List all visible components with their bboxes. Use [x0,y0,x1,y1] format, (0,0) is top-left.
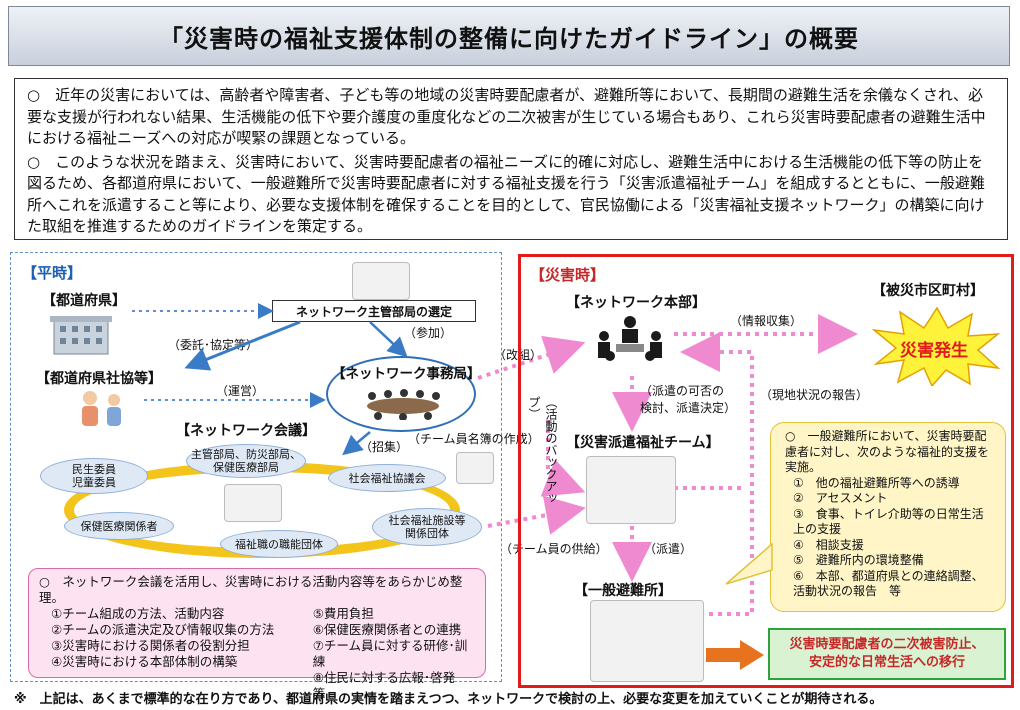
summary-item: ③災害時における関係者の役割分担 [51,638,250,653]
summary-item: ⑥保健医療関係者との連携 [312,622,462,637]
supply-label: （チーム員の供給） [500,542,608,556]
government-building-icon [48,312,114,356]
goal-line-1: 災害時要配慮者の二次被害防止、 [789,637,985,652]
site-report-label: （現地状況の報告） [760,388,869,402]
summary-heading: ○ ネットワーク会議を活用し、災害時における活動内容等をあらかじめ整理。 [39,574,463,605]
callout-tail [725,542,773,585]
summary-item: ②チームの派遣決定及び情報収集の方法 [51,622,275,637]
meeting-group-icon [224,484,282,522]
disaster-panel [518,254,1014,688]
support-item: ④ 相談支援 [793,537,864,552]
disaster-label: 【災害時】 [530,266,606,284]
network-hq-label: 【ネットワーク本部】 [566,295,706,311]
support-item: ② アセスメント [793,491,888,505]
peacetime-panel [10,252,502,682]
roster-label: （チーム員名簿の作成） [408,432,540,446]
member-health-medical: 保健医療関係者 [64,512,174,540]
support-item: ⑥ 本部、都道府県との連絡調整、活動状況の報告 等 [793,568,984,599]
summary-item: ①チーム組成の方法、活動内容 [51,606,225,621]
summary-item: ④災害時における本部体制の構築 [51,654,238,669]
support-activities-box: ○ 一般避難所において、災害時要配慮者に対し、次のような福祉的支援を実施。 ① … [770,422,1006,612]
member-professional-groups: 福祉職の職能団体 [220,530,338,558]
participate-label: （参加） [404,326,453,340]
conference-table-icon [358,384,448,421]
peacetime-summary-box: ○ ネットワーク会議を活用し、災害時における活動内容等をあらかじめ整理。 ①チー… [28,568,486,701]
intro-paragraph-2: ○ このような状況を踏まえ、災害時において、災害時要配慮者の福祉ニーズに的確に対… [27,152,985,236]
shelter-label: 【一般避難所】 [574,583,672,599]
summary-item: ⑤費用負担 [312,606,374,621]
intro-paragraph-1: ○ 近年の災害においては、高齢者や障害者、子ども等の地域の災害時要配慮者が、避難… [27,86,986,147]
support-item: ⑤ 避難所内の環境整備 [793,553,924,567]
operate-label: （運営） [216,384,265,398]
affected-city-label: 【被災市区町村】 [872,283,984,299]
disaster-outbreak-label: 災害発生 [900,341,968,361]
summary-item: ⑧住民に対する広報･啓発 等 [312,670,468,701]
network-meeting-label: 【ネットワーク会議】 [176,423,316,439]
footnote: ※ 上記は、あくまで標準的な在り方であり、都道府県の実情を踏まえつつ、ネットワー… [14,692,883,707]
support-item: ① 他の福祉避難所等への誘導 [793,475,960,490]
member-facility-groups: 社会福祉施設等 関係団体 [372,508,482,546]
support-heading: ○ 一般避難所において、災害時要配慮者に対し、次のような福祉的支援を実施。 [785,429,990,474]
network-office-label: 【ネットワーク事務局】 [332,366,481,382]
support-item: ③ 食事、トイレ介助等の日常生活上の支援 [793,506,984,537]
goal-arrow-icon [706,640,764,670]
meeting-photo-icon [352,262,410,300]
page-title: 「災害時の福祉支援体制の整備に向けたガイドライン」の概要 [8,6,1010,66]
member-social-welfare-council: 社会福祉協議会 [328,464,446,492]
goal-line-2: 安定的な日常生活への移行 [808,655,965,670]
member-welfare-commissioner: 民生委員 児童委員 [40,458,148,494]
dispatch-decision-label: （派遣の可否の 検討、派遣決定） [640,384,737,415]
convene-label: （招集） [360,440,409,454]
disaster-burst [871,306,1002,388]
peacetime-label: 【平時】 [22,264,83,282]
prefecture-council-label: 【都道府県社協等】 [36,371,162,387]
intro-box: ○ 近年の災害においては、高齢者や障害者、子ども等の地域の災害時要配慮者が、避難… [14,78,1008,240]
summary-item: ⑦チーム員に対する研修･訓練 [312,638,468,669]
info-collect-label: （情報収集） [730,314,803,328]
welfare-team-label: 【災害派遣福祉チーム】 [566,435,720,451]
goal-box: 災害時要配慮者の二次被害防止、 安定的な日常生活への移行 [768,628,1006,680]
dispatch-label: （派遣） [644,542,693,556]
hq-meeting-icon [590,314,670,370]
staff-people-icon [74,388,130,428]
backup-label: （活動のバックアップ） [527,396,558,504]
select-managing-dept-box: ネットワーク主管部局の選定 [272,300,476,322]
team-members-icon [586,456,676,524]
roster-document-icon [456,452,494,484]
member-dept: 主管部局、防災部局、 保健医療部局 [186,444,306,478]
shelter-people-icon [590,600,704,682]
prefecture-label: 【都道府県】 [42,293,126,309]
